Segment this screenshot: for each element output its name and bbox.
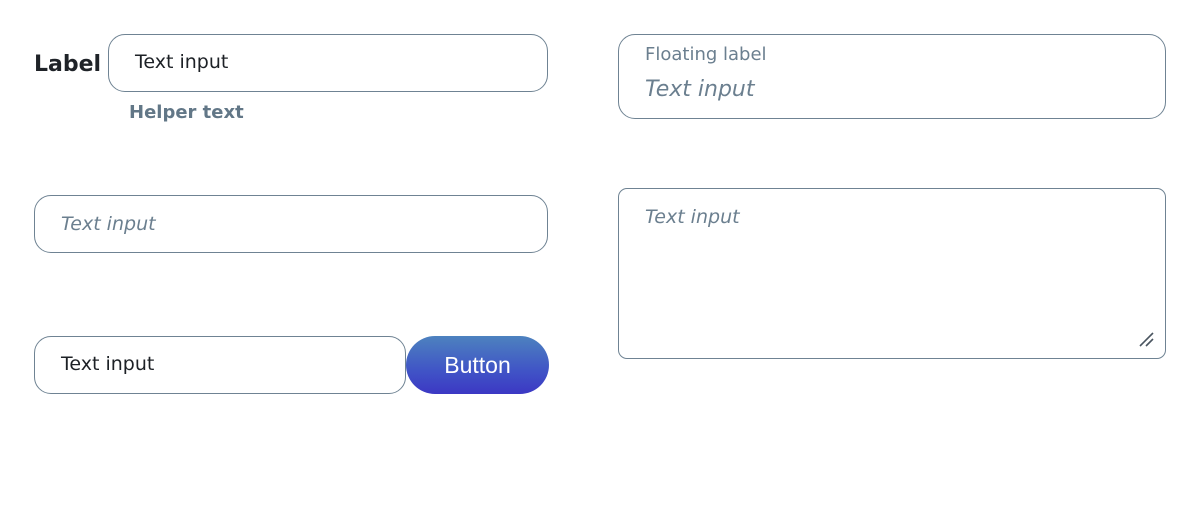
input-value: Text input [135,51,229,73]
field-label: Label [34,52,102,77]
labeled-text-input[interactable]: Text input [108,34,548,92]
helper-text: Helper text [129,102,244,123]
textarea-placeholder: Text input [645,206,740,228]
plain-text-input[interactable]: Text input [34,195,548,253]
input-value: Text input [61,353,155,375]
floating-label-input[interactable]: Floating label Text input [618,34,1166,119]
button-group-text-input[interactable]: Text input [34,336,406,394]
floating-label: Floating label [645,44,767,65]
textarea[interactable]: Text input [618,188,1166,359]
submit-button[interactable]: Button [406,336,549,394]
resize-handle-icon[interactable] [1137,330,1155,348]
input-placeholder: Text input [645,77,755,102]
input-placeholder: Text input [61,213,156,235]
